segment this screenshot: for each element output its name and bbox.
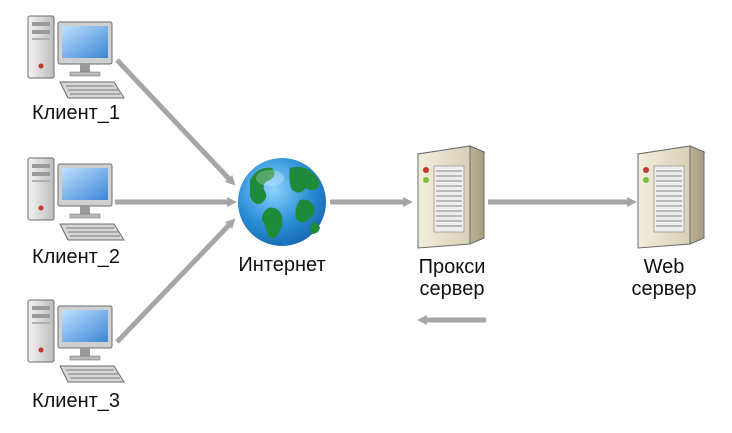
arrow-client3-internet xyxy=(115,218,236,344)
web-label-line2: сервер xyxy=(631,278,697,300)
client-1-label: Клиент_1 xyxy=(31,102,121,124)
proxy-label-line2: сервер xyxy=(419,278,485,300)
web-server-icon xyxy=(636,145,706,249)
client-computer-icon xyxy=(27,157,125,241)
client-computer-icon xyxy=(27,299,125,383)
globe-icon xyxy=(238,158,326,246)
client-computer-icon xyxy=(27,15,125,99)
internet-label: Интернет xyxy=(238,254,326,276)
proxy-label-line1: Прокси xyxy=(418,256,486,278)
web-label-line1: Web xyxy=(643,256,685,278)
client-3-label: Клиент_3 xyxy=(31,390,121,412)
proxy-server-icon xyxy=(416,145,486,249)
arrow-client1-internet xyxy=(115,58,236,186)
client-2-label: Клиент_2 xyxy=(31,246,121,268)
